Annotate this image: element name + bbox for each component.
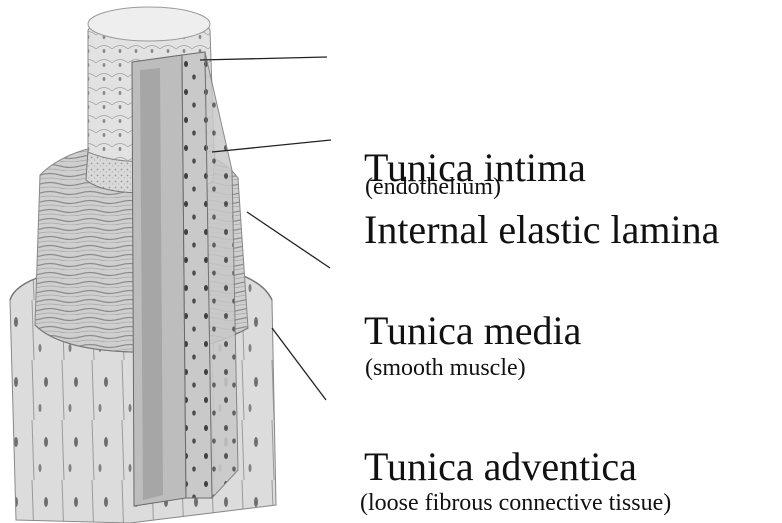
leader-line-elastic-lamina bbox=[212, 140, 331, 152]
leader-line-intima bbox=[200, 57, 327, 60]
label-loose-fibrous-connective-tissue: (loose fibrous connective tissue) bbox=[360, 491, 671, 515]
label-tunica-media: Tunica media bbox=[364, 311, 581, 351]
leader-line-adventica bbox=[272, 328, 326, 400]
label-internal-elastic-lamina: Internal elastic lamina bbox=[364, 210, 719, 250]
leader-line-media bbox=[247, 212, 330, 268]
label-tunica-adventica: Tunica adventica bbox=[364, 447, 637, 487]
label-smooth-muscle: (smooth muscle) bbox=[365, 356, 526, 380]
label-endothelium: (endothelium) bbox=[365, 175, 501, 199]
cutaway-section bbox=[132, 52, 238, 506]
